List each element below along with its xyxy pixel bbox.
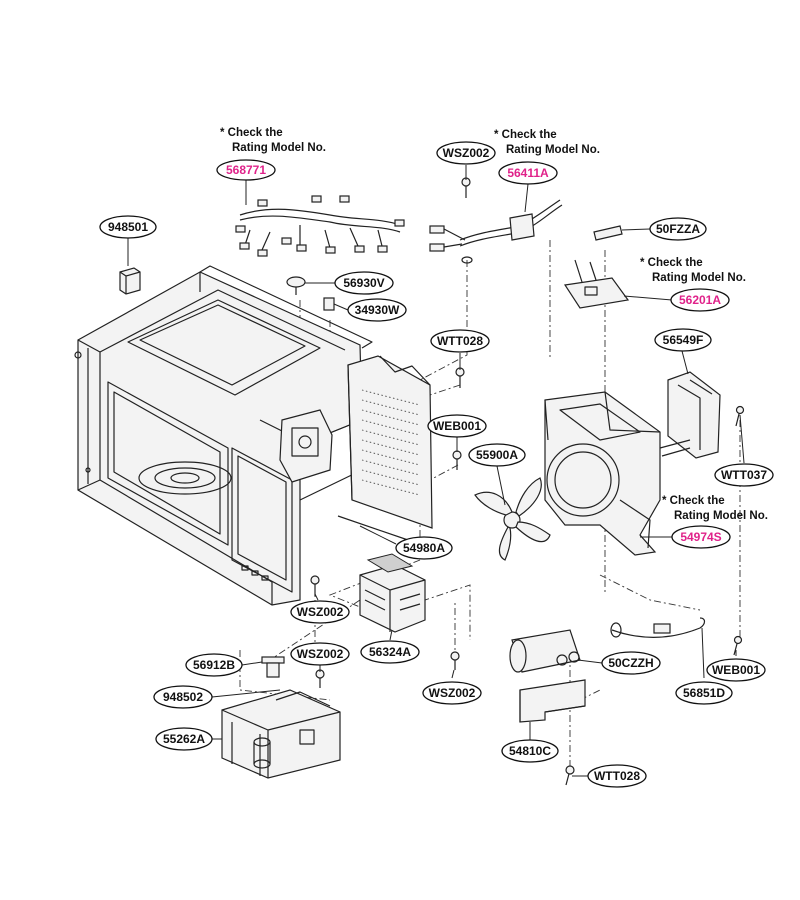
svg-text:55900A: 55900A (476, 448, 518, 462)
svg-text:WSZ002: WSZ002 (443, 146, 490, 160)
part-callout: 56324A (360, 640, 420, 664)
svg-text:54810C: 54810C (509, 744, 551, 758)
part-callouts: 568771 WSZ002 56411A 948501 50FZZA 56930… (99, 141, 774, 788)
svg-text:54980A: 54980A (403, 541, 445, 555)
note-line: Rating Model No. (652, 272, 746, 284)
part-callout: 56930V (334, 271, 394, 295)
part-callout: 50CZZH (601, 651, 661, 675)
svg-text:34930W: 34930W (355, 303, 400, 317)
part-callout: WTT028 (430, 329, 490, 353)
stirrer-motor (279, 409, 333, 483)
wiring-harness (235, 195, 405, 257)
part-callout: 568771 (216, 159, 276, 181)
note-line: Rating Model No. (674, 510, 768, 522)
svg-text:56912B: 56912B (193, 658, 235, 672)
part-callout: 55262A (155, 727, 213, 751)
svg-text:56411A: 56411A (507, 166, 549, 180)
part-callout: 34930W (347, 298, 407, 322)
svg-text:55262A: 55262A (163, 732, 205, 746)
svg-text:WTT028: WTT028 (594, 769, 640, 783)
svg-text:WTT037: WTT037 (721, 468, 767, 482)
rating-model-notes: * Check the Rating Model No. * Check the… (220, 127, 768, 522)
note-line: Rating Model No. (506, 144, 600, 156)
svg-text:56851D: 56851D (683, 686, 725, 700)
part-callout: WEB001 (427, 414, 487, 438)
svg-text:WEB001: WEB001 (433, 419, 481, 433)
svg-text:50CZZH: 50CZZH (608, 656, 653, 670)
svg-text:WSZ002: WSZ002 (429, 686, 476, 700)
part-callout: 948502 (153, 685, 213, 709)
transformer (221, 689, 341, 779)
part-callout: 54980A (395, 536, 453, 560)
oven-cavity (74, 265, 373, 606)
svg-text:56930V: 56930V (343, 276, 384, 290)
part-callout: 56851D (675, 681, 733, 705)
part-callout: WSZ002 (436, 141, 496, 165)
air-duct (659, 371, 721, 459)
svg-text:56324A: 56324A (369, 645, 411, 659)
svg-text:56201A: 56201A (679, 293, 721, 307)
svg-text:948501: 948501 (108, 220, 148, 234)
svg-text:WEB001: WEB001 (712, 663, 760, 677)
part-callout: WTT028 (587, 764, 647, 788)
note-line: * Check the (662, 495, 725, 507)
part-callout: 948501 (99, 215, 157, 239)
part-callout: 54974S (671, 525, 731, 549)
hv-capacitor (509, 629, 581, 673)
svg-text:56549F: 56549F (663, 333, 704, 347)
svg-text:948502: 948502 (163, 690, 203, 704)
svg-text:568771: 568771 (226, 163, 266, 177)
part-callout: 55900A (468, 443, 526, 467)
part-callout: 54810C (501, 739, 559, 763)
svg-text:50FZZA: 50FZZA (656, 222, 700, 236)
note-line: Rating Model No. (232, 142, 326, 154)
svg-text:WSZ002: WSZ002 (297, 605, 344, 619)
svg-text:WTT028: WTT028 (437, 334, 483, 348)
part-callout: 56549F (654, 328, 712, 352)
note-line: * Check the (220, 127, 283, 139)
note-line: * Check the (640, 257, 703, 269)
part-callout: WEB001 (706, 658, 766, 682)
fan-blade (474, 477, 551, 561)
leader-lines (127, 165, 745, 777)
small-parts (119, 177, 745, 786)
part-callout: 56201A (670, 288, 730, 312)
part-callout: WSZ002 (290, 600, 350, 624)
fan-housing (544, 391, 661, 556)
capacitor-bracket (519, 679, 586, 723)
part-callout: WTT037 (714, 463, 774, 487)
svg-text:WSZ002: WSZ002 (297, 647, 344, 661)
note-line: * Check the (494, 129, 557, 141)
hv-diode (610, 617, 706, 638)
svg-text:54974S: 54974S (680, 530, 721, 544)
part-callout: 56411A (498, 161, 558, 185)
vent-grille-panel (347, 355, 433, 529)
part-callout: 50FZZA (649, 217, 707, 241)
part-callout: WSZ002 (290, 642, 350, 666)
magnetron (359, 553, 426, 633)
part-callout: 56912B (185, 653, 243, 677)
part-callout: WSZ002 (422, 681, 482, 705)
power-cord-assembly (429, 199, 563, 264)
